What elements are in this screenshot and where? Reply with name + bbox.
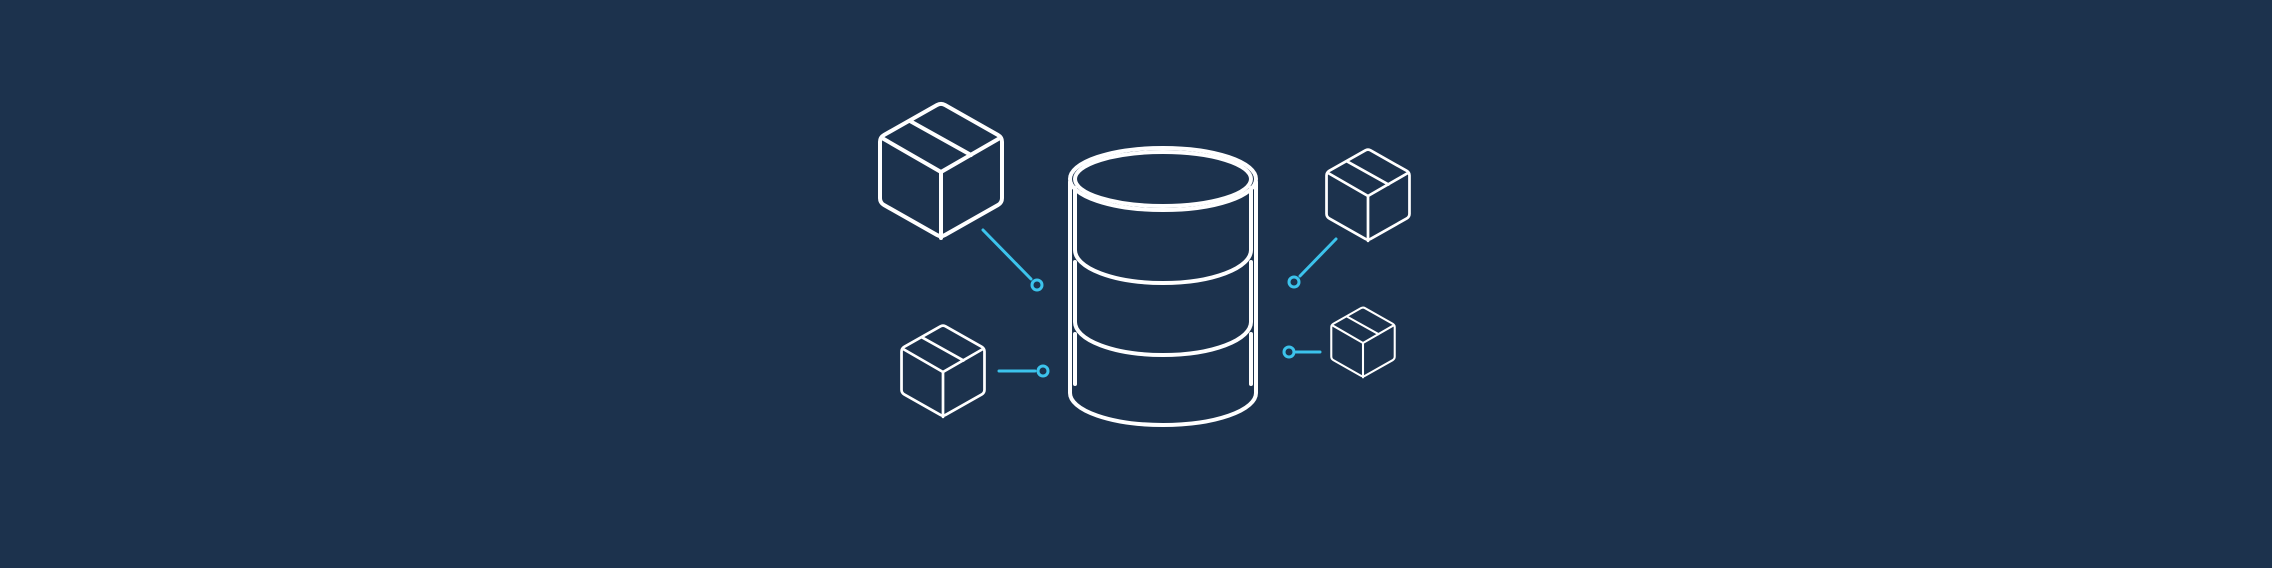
database-icon <box>1068 146 1258 427</box>
connector-upper-left <box>981 228 1044 292</box>
connector-lower-right <box>1282 345 1322 359</box>
box-icon <box>877 101 1005 240</box>
connector-upper-right <box>1287 237 1338 289</box>
box-icon <box>900 324 986 419</box>
box-icon <box>1330 306 1396 379</box>
connector-lower-left <box>997 364 1050 378</box>
box-icon <box>1325 148 1411 243</box>
